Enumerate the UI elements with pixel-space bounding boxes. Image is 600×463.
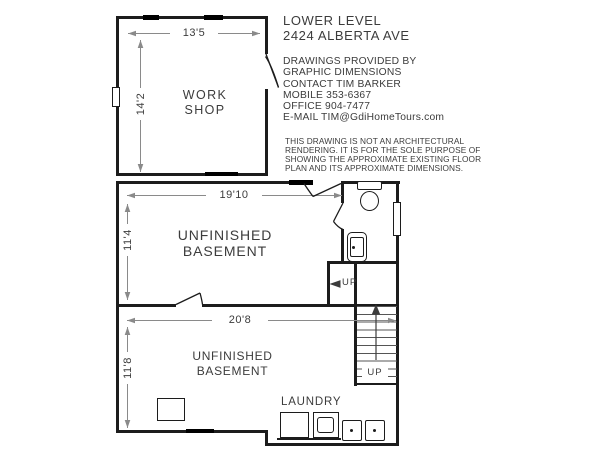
toilet-bowl xyxy=(360,191,379,211)
provider-line: GRAPHIC DIMENSIONS xyxy=(283,67,402,79)
window-marker-top-2 xyxy=(204,15,223,20)
wall-workshop-right-lower xyxy=(265,89,268,176)
window-marker-main-top xyxy=(289,180,313,185)
stair-closet-up-arrow xyxy=(329,280,341,288)
disclaimer-line: RENDERING. IT IS FOR THE SOLE PURPOSE OF xyxy=(285,145,481,155)
room-label-lower-basement-line2: BASEMENT xyxy=(196,363,269,378)
provider-line: OFFICE 904-7477 xyxy=(283,101,371,113)
window-marker-top-1 xyxy=(143,15,159,20)
wall-workshop-top xyxy=(116,16,268,19)
room-label-lower-basement: UNFINISHED BASEMENT xyxy=(180,349,285,378)
stairs-up-label: UP xyxy=(362,367,388,379)
disclaimer: THIS DRAWING IS NOT AN ARCHITECTURAL REN… xyxy=(285,137,481,173)
dryer-1-knob xyxy=(350,429,353,432)
wall-main-bottom-step xyxy=(265,430,268,446)
disclaimer-line: SHOWING THE APPROXIMATE EXISTING FLOOR xyxy=(285,154,482,164)
bathroom-door-leaf xyxy=(332,202,344,222)
room-label-lower-basement-line1: UNFINISHED xyxy=(192,349,273,363)
plan-title-line2: 2424 ALBERTA AVE xyxy=(283,28,410,43)
room-label-workshop-line1: WORK xyxy=(182,88,228,102)
washer-door xyxy=(317,417,334,433)
wall-workshop-right-upper xyxy=(265,16,268,54)
laundry-tub xyxy=(280,412,309,438)
room-label-laundry: LAUNDRY xyxy=(281,396,342,408)
washer-base xyxy=(311,438,341,440)
stair-closet-up-label: UP xyxy=(342,277,358,288)
wall-workshop-left-lower xyxy=(116,106,119,176)
plan-title: LOWER LEVEL 2424 ALBERTA AVE xyxy=(283,13,410,43)
wall-lower-top-right xyxy=(202,304,399,307)
wall-workshop-left-upper xyxy=(116,16,119,88)
provider-line: CONTACT TIM BARKER xyxy=(283,78,402,90)
dim-workshop-width: 13'5 xyxy=(170,26,218,40)
wall-bath-left-upper xyxy=(341,181,344,203)
wall-bath-bottom xyxy=(327,261,399,264)
wall-stairs-left xyxy=(354,304,357,386)
room-label-workshop: WORK SHOP xyxy=(170,88,240,118)
utility-box xyxy=(157,398,185,421)
workshop-door-swing xyxy=(264,56,280,88)
workshop-door-leaf xyxy=(265,53,280,88)
room-label-mid-basement-line1: UNFINISHED xyxy=(177,227,273,243)
dim-lower-depth: 11'8 xyxy=(121,352,135,384)
dim-workshop-depth: 14'2 xyxy=(134,88,148,120)
wall-stair-closet-left xyxy=(327,261,330,307)
provider-info: DRAWINGS PROVIDED BY GRAPHIC DIMENSIONS … xyxy=(283,56,444,124)
wall-lower-top-left xyxy=(116,304,176,307)
plan-title-line1: LOWER LEVEL xyxy=(283,13,382,28)
wall-workshop-bottom xyxy=(116,173,268,176)
room-label-mid-basement-line2: BASEMENT xyxy=(182,243,268,259)
window-marker-main-bottom xyxy=(186,429,214,433)
disclaimer-line: THIS DRAWING IS NOT AN ARCHITECTURAL xyxy=(285,136,465,146)
bath-sink-faucet xyxy=(352,246,355,249)
window-marker-workshop-bottom xyxy=(205,172,238,176)
room-label-mid-basement: UNFINISHED BASEMENT xyxy=(160,227,290,259)
wall-main-top-left xyxy=(116,181,312,184)
bath-sink-basin xyxy=(350,237,364,257)
toilet-tank xyxy=(357,181,382,190)
lower-basement-door-swing xyxy=(199,292,204,305)
wall-stairs-bottom-edge xyxy=(357,383,397,385)
wall-stair-closet-divider xyxy=(354,261,357,307)
wall-main-bottom-right xyxy=(265,443,399,446)
wall-bath-left-lower xyxy=(341,229,344,263)
disclaimer-line: PLAN AND ITS APPROXIMATE DIMENSIONS. xyxy=(285,163,464,173)
dim-mid-width: 19'10 xyxy=(206,188,262,202)
room-label-workshop-line2: SHOP xyxy=(184,103,226,117)
laundry-tub-base xyxy=(277,438,311,440)
lower-basement-door-leaf xyxy=(175,292,201,306)
window-main-right xyxy=(393,202,401,236)
wall-main-right-upper xyxy=(396,181,399,203)
dim-mid-depth: 11'4 xyxy=(121,224,135,256)
provider-line: E-MAIL TIM@GdiHomeTours.com xyxy=(283,112,445,124)
dim-lower-width: 20'8 xyxy=(212,313,268,327)
wall-main-left xyxy=(116,181,119,433)
dryer-2-knob xyxy=(373,429,376,432)
window-workshop-left xyxy=(112,87,120,107)
provider-line: MOBILE 353-6367 xyxy=(283,89,372,101)
provider-line: DRAWINGS PROVIDED BY xyxy=(283,56,417,67)
wall-main-right-lower xyxy=(396,235,399,446)
